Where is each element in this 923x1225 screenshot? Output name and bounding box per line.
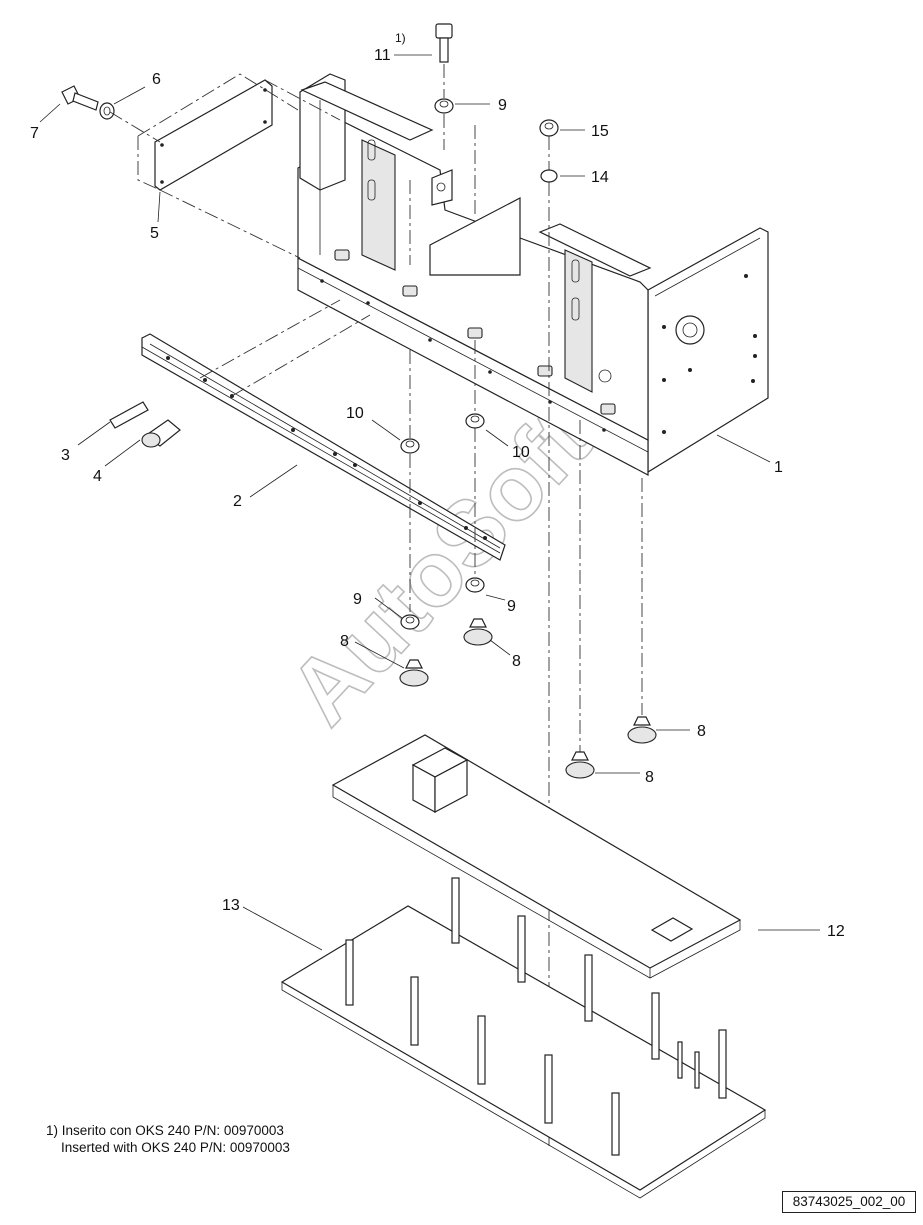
footnote-italian: 1) Inserito con OKS 240 P/N: 00970003 [46, 1123, 284, 1138]
callout-3: 3 [61, 447, 70, 464]
nut-part-9-lower-left [400, 614, 420, 630]
callout-8-c: 8 [697, 723, 706, 740]
nut-part-9-top [434, 98, 454, 114]
nut-part-10-left [400, 438, 420, 454]
plate-part-5 [137, 73, 341, 259]
foot-part-8-c [627, 716, 657, 744]
washer-part-6 [99, 102, 115, 120]
washer-part-14 [540, 169, 558, 183]
frame-part-1 [297, 73, 769, 476]
bolt-part-11 [435, 23, 453, 63]
foot-part-8-a [399, 659, 429, 687]
callout-13: 13 [222, 897, 240, 914]
nut-part-15 [539, 119, 559, 137]
callout-4: 4 [93, 468, 102, 485]
callout-14: 14 [591, 169, 609, 186]
callout-7: 7 [30, 125, 39, 142]
callout-1: 1 [774, 459, 783, 476]
callout-10-left: 10 [346, 405, 364, 422]
base-pins [345, 877, 727, 1156]
callout-8-b: 8 [512, 653, 521, 670]
callout-11: 11 [374, 47, 391, 64]
foot-part-8-b [463, 618, 493, 646]
callout-12: 12 [827, 923, 845, 940]
foot-part-8-d [565, 751, 595, 779]
callout-9-top: 9 [498, 97, 507, 114]
callout-8-d: 8 [645, 769, 654, 786]
nut-part-9-lower-right [465, 577, 485, 593]
callout-9-left: 9 [353, 591, 362, 608]
callout-11-note: 1) [395, 31, 406, 45]
callout-6: 6 [152, 71, 161, 88]
socket-screw-part-4 [141, 419, 181, 448]
nut-part-10-right [465, 413, 485, 429]
callout-9-right: 9 [507, 598, 516, 615]
pin-part-3 [109, 401, 149, 429]
bolt-part-7 [61, 85, 99, 111]
rail-part-2 [141, 333, 506, 561]
footnote-english: Inserted with OKS 240 P/N: 00970003 [46, 1140, 290, 1155]
footnote: 1) Inserito con OKS 240 P/N: 00970003 In… [46, 1122, 290, 1156]
fixture-plate-part-12 [331, 734, 742, 979]
callout-8-a: 8 [340, 633, 349, 650]
drawing-code: 83743025_002_00 [782, 1191, 916, 1213]
callout-15: 15 [591, 123, 609, 140]
leader-lines [39, 54, 820, 951]
callout-5: 5 [150, 225, 159, 242]
callout-10-right: 10 [512, 444, 530, 461]
callouts: 1 2 3 4 5 6 7 1) 11 9 15 14 10 10 9 9 8 … [30, 31, 845, 940]
base-board-part-13 [280, 877, 767, 1199]
callout-2: 2 [233, 493, 242, 510]
